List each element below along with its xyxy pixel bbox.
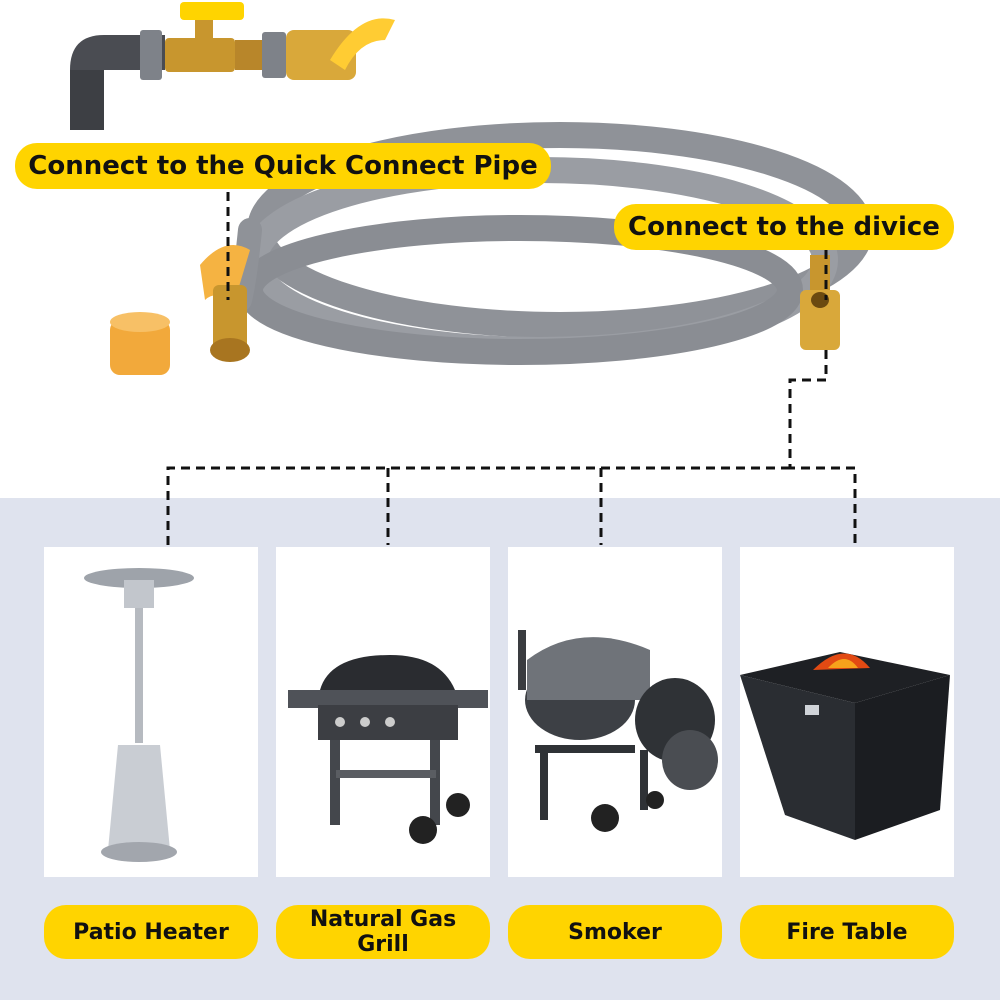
- smoker-card: [508, 547, 722, 877]
- fire-table-label: Fire Table: [740, 905, 954, 959]
- hose-left-fitting-image: [110, 245, 250, 375]
- gas-grill-label: Natural Gas Grill: [276, 905, 490, 959]
- device-callout: Connect to the divice: [614, 204, 954, 250]
- quick-connect-valve-image: [70, 2, 395, 130]
- gas-grill-card: [276, 547, 490, 877]
- patio-heater-card: [44, 547, 258, 877]
- smoker-label: Smoker: [508, 905, 722, 959]
- connection-lines: [166, 192, 857, 545]
- quick-connect-callout: Connect to the Quick Connect Pipe: [15, 143, 551, 189]
- patio-heater-label: Patio Heater: [44, 905, 258, 959]
- fire-table-card: [740, 547, 954, 877]
